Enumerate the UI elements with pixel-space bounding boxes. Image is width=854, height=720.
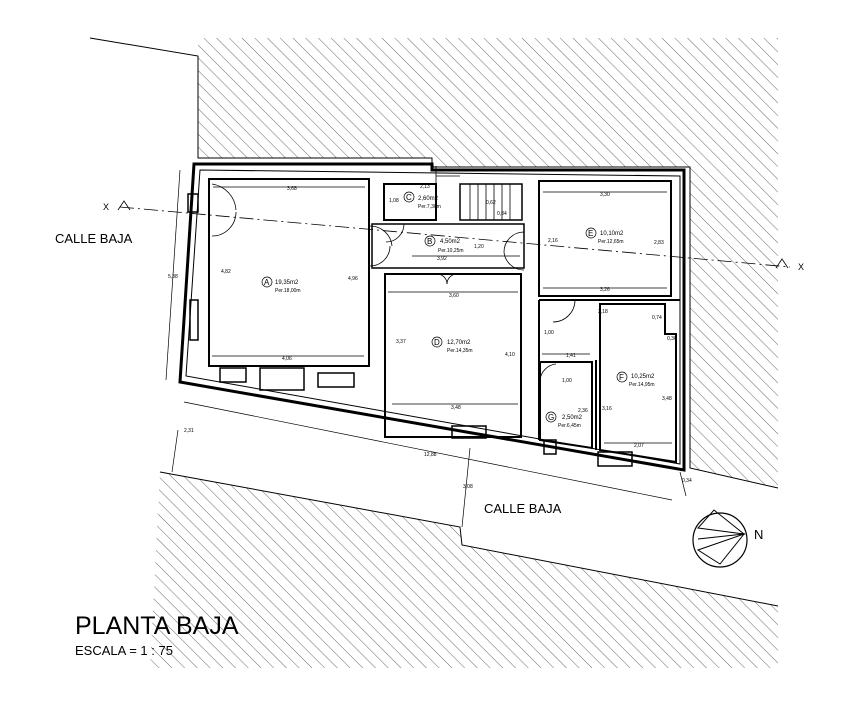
dim-c-top: 2,13 (420, 184, 430, 190)
dim-c-right2: 0,84 (497, 211, 507, 217)
room-e-circle (585, 227, 597, 239)
dim-g-right: 2,36 (578, 408, 588, 414)
dim-hall: 1,00 (544, 330, 554, 336)
room-a-outline (208, 178, 370, 367)
dim-overall-left: 5,38 (168, 274, 178, 280)
street-label-south: CALLE BAJA (484, 501, 562, 516)
room-c-label: C 2,60m2 Per.7,30m (403, 191, 441, 210)
dim-g-top: 1,41 (566, 353, 576, 359)
room-g-outline (539, 361, 593, 450)
room-d-circle (431, 336, 443, 348)
room-b-area: 4,50m2 (440, 239, 461, 245)
room-f-circle (616, 371, 628, 383)
hatch-north-neighbor (90, 38, 778, 488)
room-d-outline (384, 273, 522, 438)
room-c-perimeter: Per.7,30m (418, 204, 441, 210)
dim-e-bottom: 3,26 (600, 287, 610, 293)
room-a-circle (261, 276, 273, 288)
building-outer-wall (178, 162, 686, 472)
room-a-area: 19,35m2 (275, 280, 299, 286)
dimension-texts: 3,68 4,82 4,96 4,06 5,38 1,08 2,13 0,62 … (168, 184, 692, 490)
dim-offset-left: 2,31 (184, 428, 194, 434)
room-b-circle (424, 235, 436, 247)
room-e-outline (538, 180, 672, 297)
dim-f-right: 3,48 (662, 396, 672, 402)
room-g-letter: G (548, 413, 554, 422)
room-d-area: 12,70m2 (447, 340, 471, 346)
doors (211, 183, 576, 381)
room-c-circle (403, 191, 415, 203)
room-b-label: B 4,50m2 Per.10,25m (424, 235, 464, 254)
dim-e-top: 3,30 (600, 192, 610, 198)
street-label-west: CALLE BAJA (55, 231, 133, 246)
dim-a-bottom: 4,06 (282, 356, 292, 362)
room-e-letter: E (588, 229, 593, 238)
room-c-area: 2,60m2 (418, 196, 439, 202)
stairs (435, 166, 523, 221)
room-e-label: E 10,10m2 Per.12,65m (585, 227, 624, 245)
dim-offset-right: 0,34 (682, 478, 692, 484)
room-d-perimeter: Per.14,35m (447, 348, 473, 354)
room-d-letter: D (434, 338, 440, 347)
dimension-lines (165, 169, 687, 528)
room-e-perimeter: Per.12,65m (598, 239, 624, 245)
room-d-label: D 12,70m2 Per.14,35m (431, 336, 473, 354)
section-mark-left: X (103, 202, 109, 212)
room-f-outline (599, 303, 677, 464)
room-f-label: F 10,25m2 Per.14,95m (616, 371, 655, 388)
dim-b-width: 3,92 (437, 256, 447, 262)
room-b-outline (371, 223, 525, 269)
room-f-area: 10,25m2 (631, 374, 655, 380)
dim-d-bottom: 3,48 (451, 405, 461, 411)
room-e-area: 10,10m2 (600, 231, 624, 237)
dim-offset-mid: 3,08 (463, 484, 473, 490)
room-f-letter: F (619, 373, 624, 382)
dim-f-notch2: 0,36 (667, 336, 677, 342)
room-a-label: A 19,35m2 Per.18,00m (261, 276, 301, 294)
dim-f-top: 3,18 (598, 309, 608, 315)
dim-f-left: 3,16 (602, 406, 612, 412)
hatch-south-neighbor (150, 472, 778, 668)
north-label: N (754, 527, 763, 542)
room-a-perimeter: Per.18,00m (275, 288, 301, 294)
dim-e-right: 2,83 (654, 240, 664, 246)
section-arrow-left (117, 200, 131, 211)
room-b-perimeter: Per.10,25m (438, 248, 464, 254)
north-arrow (692, 509, 748, 568)
section-line (119, 206, 791, 268)
dim-d-left: 3,37 (396, 339, 406, 345)
room-f-perimeter: Per.14,95m (629, 382, 655, 388)
dim-d-top: 3,60 (449, 293, 459, 299)
neighbor-outline-south (159, 471, 779, 607)
section-arrow-right (775, 258, 789, 269)
dim-b-right: 1,20 (474, 244, 484, 250)
plan-scale: ESCALA = 1 : 75 (75, 643, 173, 658)
dim-f-bottom: 2,07 (634, 443, 644, 449)
dim-a-right: 4,96 (348, 276, 358, 282)
room-g-circle (545, 411, 557, 423)
dim-d-right: 4,10 (505, 352, 515, 358)
windows (187, 193, 633, 467)
dim-g-door: 1,00 (562, 378, 572, 384)
plan-title: PLANTA BAJA (75, 612, 239, 640)
room-c-letter: C (406, 193, 412, 202)
building-inner-wall (185, 169, 681, 465)
room-g-area: 2,50m2 (562, 415, 583, 421)
dim-a-top: 3,68 (287, 186, 297, 192)
room-g-label: G 2,50m2 Per.6,45m (545, 411, 583, 429)
dim-f-notch: 0,74 (652, 315, 662, 321)
room-b-letter: B (427, 237, 432, 246)
dim-e-left: 2,16 (548, 238, 558, 244)
dim-c-left: 1,08 (389, 198, 399, 204)
dim-front-total: 12,88 (424, 452, 437, 458)
room-g-perimeter: Per.6,45m (558, 423, 581, 429)
dim-c-right: 0,62 (486, 200, 496, 206)
room-a-letter: A (264, 278, 270, 287)
dim-a-left: 4,82 (221, 269, 231, 275)
section-mark-right: X (798, 262, 804, 272)
